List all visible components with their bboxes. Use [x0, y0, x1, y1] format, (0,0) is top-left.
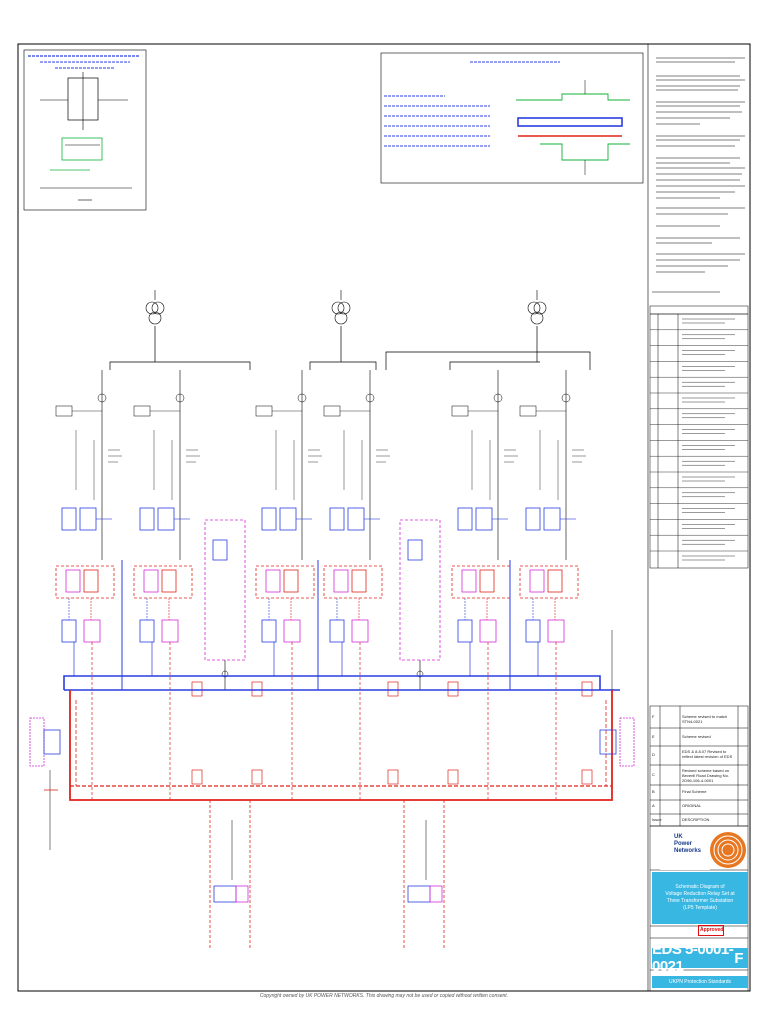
bus-section-panel — [204, 519, 246, 690]
revision-cell: Issue — [652, 817, 662, 822]
revision-cell: D — [652, 752, 655, 757]
bus-relay-box — [581, 769, 593, 785]
bottom-feeder-left — [209, 800, 251, 950]
bus-relay-box — [447, 681, 459, 697]
bus-relay-box — [387, 681, 399, 697]
revision-cell: E — [652, 734, 655, 739]
supply-transformer — [527, 290, 547, 362]
bus-relay-box — [581, 681, 593, 697]
title-line: (LP5 Template) — [683, 905, 717, 911]
status-box — [698, 925, 724, 936]
relay-bay — [519, 370, 586, 800]
relay-bay — [255, 370, 322, 800]
company-logo-text: UK Power Networks — [674, 834, 712, 855]
legend-table — [649, 305, 749, 569]
revision-cell: F — [652, 714, 655, 719]
company-line-1: UK — [674, 834, 683, 840]
revision-description: DESCRIPTION — [682, 817, 710, 822]
revision-description: ORIGINAL — [682, 803, 702, 808]
bus-relay-box — [447, 769, 459, 785]
bus-relay-box — [191, 681, 203, 697]
title-line: Schematic Diagram of — [675, 884, 725, 890]
supply-transformer — [145, 290, 165, 362]
approval-status: Approved — [700, 927, 724, 933]
revision-description: Final Scheme — [682, 789, 707, 794]
supply-transformer — [331, 290, 351, 362]
drawing-number: EDS 5-0001-0021 — [652, 941, 748, 975]
inset-figure-2 — [380, 52, 644, 184]
relay-bay — [323, 370, 390, 800]
main-single-line-diagram — [55, 290, 593, 800]
relay-bay — [451, 370, 518, 800]
inset-figure-1 — [23, 49, 147, 211]
revision-cell: B — [652, 789, 655, 794]
bus-relay-box — [251, 769, 263, 785]
relay-bay — [55, 370, 122, 800]
bus-section-panel — [399, 519, 441, 690]
ukpn-logo-icon — [660, 830, 746, 870]
drawing-revision: F — [734, 949, 744, 967]
drawing-border — [17, 43, 751, 992]
notes-column — [647, 44, 745, 991]
revision-description: Revised scheme based on Beverill Road Dr… — [682, 768, 730, 783]
left-end-panel — [29, 717, 61, 850]
bottom-feeder-right — [403, 800, 445, 950]
bus-relay-box — [191, 769, 203, 785]
bus-relay-box — [387, 769, 399, 785]
revision-description: Scheme revised — [682, 734, 711, 739]
busbars — [63, 560, 620, 801]
relay-bay — [133, 370, 200, 800]
right-end-panel — [599, 630, 635, 767]
title-line: Voltage Reduction Relay Set at — [665, 891, 735, 897]
revision-table — [649, 705, 749, 827]
standards-label: UKPN Protection Standards — [652, 976, 748, 988]
copyright-notice: Copyright owned by UK POWER NETWORKS. Th… — [259, 993, 509, 999]
revision-cell: A — [652, 803, 655, 808]
title-line: Three Transformer Substation — [666, 898, 734, 904]
bus-relay-box — [251, 681, 263, 697]
drawing-title: Schematic Diagram of Voltage Reduction R… — [652, 872, 748, 924]
company-line-2: Power — [674, 841, 693, 847]
revision-cell: C — [652, 772, 655, 777]
company-line-3: Networks — [674, 848, 702, 854]
revision-description: EDS & 8.8.07 Revised to reflect latest r… — [682, 749, 733, 759]
revision-description: Scheme revised to match STN4-0021 — [682, 714, 728, 724]
